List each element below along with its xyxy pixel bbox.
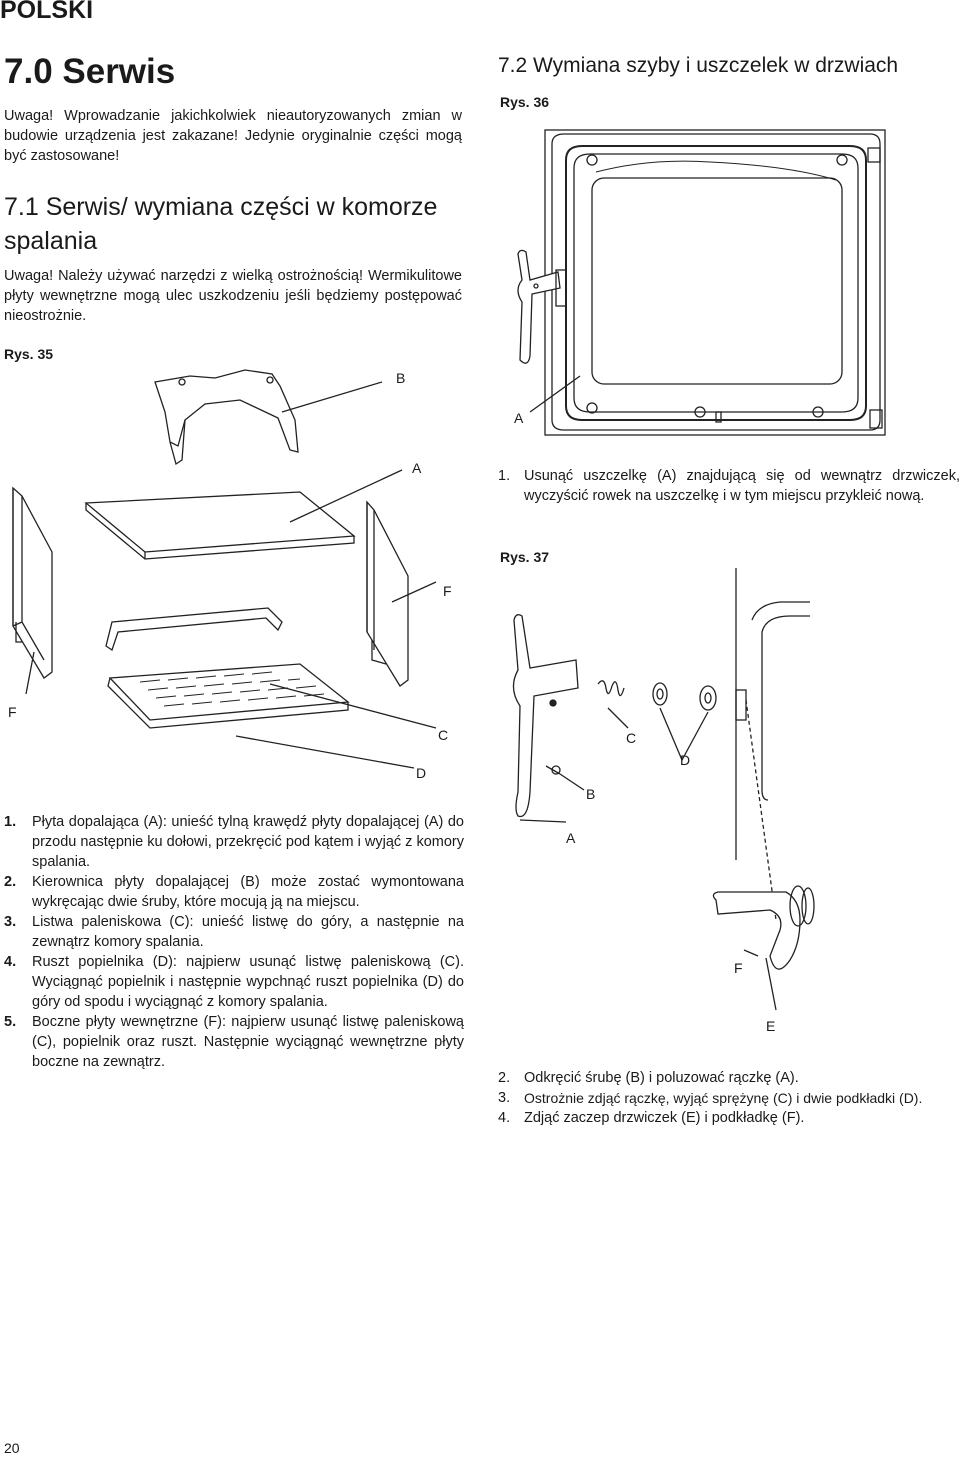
subsection-title-7-1: 7.1 Serwis/ wymiana części w komorze spa… <box>4 193 438 255</box>
figure-36-label: Rys. 36 <box>500 94 550 110</box>
step-text: Ruszt popielnika (D): najpierw usunąć li… <box>32 954 464 1010</box>
callout-b: B <box>396 370 406 386</box>
figure-37-callout-e: E <box>766 1018 776 1034</box>
step-1-gasket: 1. Usunąć uszczelkę (A) znajdującą się o… <box>498 466 960 506</box>
step-number: 2. <box>4 874 17 890</box>
step-text: Boczne płyty wewnętrzne (F): najpierw us… <box>32 1014 464 1070</box>
washer-part <box>652 682 668 706</box>
step-number: 4. <box>498 1110 511 1126</box>
door-latch-part <box>712 891 801 970</box>
list-item: 2. Odkręcić śrubę (B) i poluzować rączkę … <box>498 1068 960 1088</box>
door-handle <box>517 249 561 364</box>
callout-f-right: F <box>443 583 452 599</box>
steps-list-7-2: 2. Odkręcić śrubę (B) i poluzować rączkę … <box>498 1068 960 1128</box>
spring-part <box>597 680 625 697</box>
figure-37-callout-f: F <box>734 960 743 976</box>
figure-36-illustration <box>517 129 886 436</box>
figure-35-label: Rys. 35 <box>4 346 54 362</box>
step-number: 3. <box>4 914 17 930</box>
washer-part <box>699 685 717 711</box>
callout-a: A <box>412 460 422 476</box>
step-text: Ostrożnie zdjąć rączkę, wyjąć sprężynę (… <box>524 1090 923 1106</box>
fireside-bar-part <box>105 607 283 652</box>
door-gasket <box>565 145 867 421</box>
callout-d: D <box>416 765 427 781</box>
figure-37-illustration <box>512 568 815 1011</box>
handle-part <box>512 614 579 818</box>
right-side-plate-part <box>366 500 409 687</box>
list-item: 4. Zdjąć zaczep drzwiczek (E) i podkładkę… <box>498 1108 960 1128</box>
list-item: 2. Kierownica płyty dopalającej (B) może … <box>4 872 464 912</box>
figure-37-callout-d: D <box>680 752 691 768</box>
step-number: 4. <box>4 954 17 970</box>
figure-37-label: Rys. 37 <box>500 549 550 565</box>
figure-37-callout-c: C <box>626 730 637 746</box>
list-item: 4. Ruszt popielnika (D): najpierw usunąć … <box>4 952 464 1012</box>
figure-35-illustration <box>12 369 437 769</box>
language-header: POLSKI <box>0 0 94 24</box>
step-text: Zdjąć zaczep drzwiczek (E) i podkładkę (… <box>524 1110 805 1126</box>
step-number: 5. <box>4 1014 17 1030</box>
subsection-title-7-2: 7.2 Wymiana szyby i uszczelek w drzwiach <box>498 54 899 77</box>
step-text: Płyta dopalająca (A): unieść tylną krawę… <box>32 814 464 870</box>
step-number: 2. <box>498 1070 511 1086</box>
step-text: Odkręcić śrubę (B) i poluzować rączkę (A… <box>524 1070 799 1086</box>
step-number: 1. <box>498 468 511 484</box>
step-text: Usunąć uszczelkę (A) znajdującą się od w… <box>524 468 960 504</box>
figure-37-callout-a: A <box>566 830 576 846</box>
list-item: 1. Płyta dopalająca (A): unieść tylną kra… <box>4 812 464 872</box>
door-glass <box>591 177 843 385</box>
baffle-guide-part <box>154 369 299 453</box>
step-number: 1. <box>4 814 17 830</box>
step-text: Kierownica płyty dopalającej (B) może zo… <box>32 874 464 910</box>
latch-washer-part <box>801 887 815 925</box>
callout-c: C <box>438 727 449 743</box>
steps-list-7-1: 1. Płyta dopalająca (A): unieść tylną kra… <box>4 812 464 1072</box>
figure-36-callout-a: A <box>514 410 524 426</box>
subsection-warning: Uwaga! Należy używać narzędzi z wielką o… <box>4 268 462 324</box>
figure-37-callout-b: B <box>586 786 596 802</box>
left-side-plate-part <box>12 486 53 679</box>
step-number: 3. <box>498 1090 511 1106</box>
callout-f-left: F <box>8 704 17 720</box>
list-item: 3. Ostrożnie zdjąć rączkę, wyjąć sprężynę… <box>498 1088 960 1108</box>
intro-warning: Uwaga! Wprowadzanie jakichkolwiek nieaut… <box>4 108 462 164</box>
page-number: 20 <box>4 1440 20 1456</box>
list-item: 5. Boczne płyty wewnętrzne (F): najpierw … <box>4 1012 464 1072</box>
list-item: 3. Listwa paleniskowa (C): unieść listwę … <box>4 912 464 952</box>
section-title: 7.0 Serwis <box>4 52 176 91</box>
step-text: Listwa paleniskowa (C): unieść listwę do… <box>32 914 464 950</box>
